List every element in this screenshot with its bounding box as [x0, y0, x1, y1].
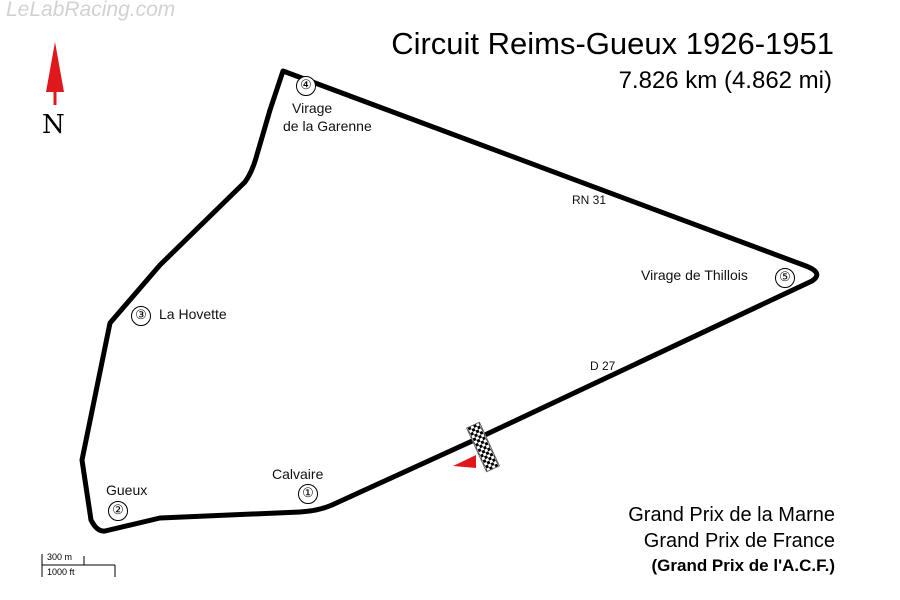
- corner-number-4: ④: [296, 76, 316, 96]
- corner-number-2: ②: [108, 501, 128, 521]
- corner-label-2: Gueux: [106, 482, 148, 498]
- scale-label-metric: 300 m: [47, 552, 73, 562]
- direction-arrow-icon: [453, 455, 476, 468]
- track-outline: [79, 68, 820, 534]
- scale-bar: [41, 554, 116, 577]
- event-grand-prix-acf: (Grand Prix de l'A.C.F.): [651, 556, 835, 575]
- corner-number-3: ③: [131, 306, 151, 326]
- road-label-d27: D 27: [590, 359, 616, 373]
- corner-label-4: Virage: [292, 100, 333, 116]
- start-finish-line: [466, 421, 500, 473]
- corner-number-1: ①: [298, 484, 318, 504]
- map-title: Circuit Reims-Gueux 1926-1951: [391, 26, 834, 61]
- corner-number-5: ⑤: [775, 268, 795, 288]
- scale-label-imperial: 1000 ft: [47, 567, 75, 577]
- event-grand-prix-france: Grand Prix de France: [643, 530, 835, 552]
- corner-label-1: Calvaire: [272, 466, 324, 482]
- watermark: LeLabRacing.com: [6, 0, 176, 21]
- corner-label-5: Virage de Thillois: [641, 267, 748, 283]
- circuit-length: 7.826 km (4.862 mi): [618, 67, 832, 94]
- event-grand-prix-marne: Grand Prix de la Marne: [628, 504, 835, 526]
- north-arrow-icon: [46, 42, 64, 105]
- corner-label-3: La Hovette: [159, 306, 227, 322]
- road-label-rn31: RN 31: [572, 193, 607, 207]
- north-label: N: [42, 110, 65, 140]
- corner-label-4-line2: de la Garenne: [283, 118, 372, 134]
